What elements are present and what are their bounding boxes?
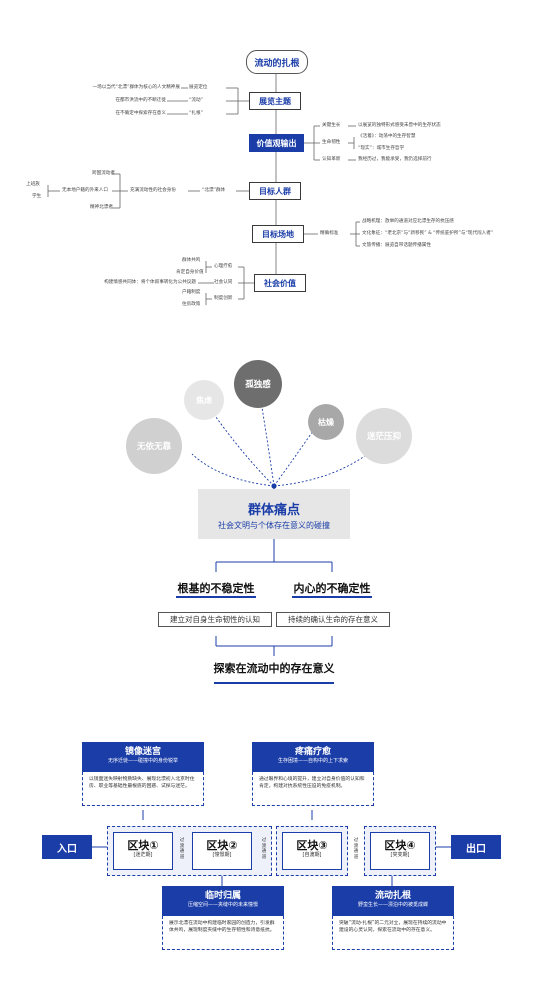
pain-main-box: 群体痛点 社会文明与个体存在意义的碰撞 (198, 489, 350, 539)
card-subtitle: 压缩空间——夹缝中的未来憧憬 (187, 902, 258, 908)
audience-desc: 充满流动性的社会身份 (130, 188, 176, 193)
card-title: 镜像迷宫 (124, 747, 161, 757)
mindmap-root: 流动的扎根 (246, 50, 308, 74)
value-item-desc: 我经历过，我能承受，我仍选择前行 (358, 157, 432, 162)
audience-label: “北漂”群体 (202, 188, 226, 193)
pain-subtitle: 社会文明与个体存在意义的碰撞 (218, 521, 330, 530)
theme-item-label: 展览定位 (189, 85, 208, 90)
node-venue: 目标场地 (252, 225, 304, 243)
block-subtitle: [突变期] (390, 852, 410, 858)
audience-mid: 精神北漂者 (90, 205, 113, 210)
pain-left-head: 根基的不稳定性 (177, 582, 255, 595)
venue-line: 文化象征：“老北京”与“新移民” & “传统庇护所”与“现代闯入者” (362, 231, 494, 236)
flow-block-2: 区块② [憧憬期] (192, 832, 252, 870)
block-subtitle: [憧憬期] (212, 852, 232, 858)
social-g3-label: 制度创新 (214, 296, 233, 301)
audience-left: 学生 (32, 194, 42, 199)
pain-title: 群体痛点 (247, 503, 300, 518)
card-subtitle: 野蛮生长——漂泊中的被觅成蝶 (357, 902, 428, 908)
venue-line: 文旅传播：展览自带话题传播属性 (362, 243, 431, 248)
flow-block-3: 区块③ [自渡期] (282, 832, 342, 870)
pain-right-box: 持续的确认生命的存在意义 (276, 612, 390, 627)
theme-item-desc: 在不确定中探索存在意义 (115, 111, 166, 116)
venue-label: 精确标准 (320, 231, 339, 236)
mindmap-lines (47, 72, 360, 305)
card-body: 通过眼界和心境的提升，建立对自身价值的认知和肯定，构建对抗系统性压迫的免疫机制。 (252, 772, 374, 806)
flow-block-4: 区块④ [突变期] (370, 832, 430, 870)
block-title: 区块④ (384, 839, 416, 852)
value-item-desc: “现实”：城市生存哲学 (358, 146, 405, 151)
social-g1-item: 群体共鸣 (182, 258, 201, 263)
social-g2-desc: 构建情感共同体：将个体叙事转化为公共议题 (104, 280, 196, 285)
audience-mid: 无本地户籍的外来人口 (62, 188, 108, 193)
pain-left-box: 建立对自身生命韧性的认知 (158, 612, 272, 627)
venue-line: 战略机理：放举的通道对应北漂生存的抗压感 (362, 219, 454, 224)
block-title: 区块② (206, 839, 238, 852)
flow-connector: 过渡通道 (179, 838, 185, 860)
entry-label: 入口 (42, 835, 92, 859)
card-subtitle: 生存困境——自构中的上下求索 (277, 758, 348, 764)
audience-left: 上班族 (26, 182, 40, 187)
flow-connector: 过渡通道 (261, 838, 267, 860)
exit-label: 出口 (451, 835, 501, 859)
card-body: 展示北漂在流动中构建临时家园的创造力，引发群体共鸣，展现制度夹缝中的生存韧性和诗… (162, 916, 284, 950)
social-g3-item: 住房政策 (182, 302, 201, 307)
card-body: 突破“流动-扎根”的二元对立，展现在持续的流动中建设的心灵认同，探索在流动中的存… (332, 916, 454, 950)
card-subtitle: 无序迁徙——碰撞中的身份锐举 (107, 758, 178, 764)
node-value: 价值观输出 (249, 134, 304, 152)
card-body: 以镜面迷失映射物质缺失、展现北漂初入北京时住房、职业等基础性最根底的困惑、试探与… (82, 772, 204, 806)
value-item-label: 关键生长 (322, 123, 341, 128)
block-title: 区块① (127, 839, 159, 852)
theme-item-desc: 一场以当代“北漂”群体为核心的人文精神展 (92, 85, 180, 90)
card-title: 临时归属 (204, 891, 241, 901)
audience-mid: 跨国流动者 (92, 171, 115, 176)
node-theme: 展览主题 (249, 92, 301, 110)
value-item-label: 生命韧性 (322, 140, 341, 145)
flow-connector: 过渡通道 (353, 838, 359, 860)
flow-card-pain-healing: 疼痛疗愈 生存困境——自构中的上下求索 通过眼界和心境的提升，建立对自身价值的认… (252, 742, 374, 806)
card-title: 流动扎根 (374, 891, 411, 901)
social-g1-label: 心理疗愈 (214, 264, 233, 269)
block-title: 区块③ (296, 839, 328, 852)
pain-right-head: 内心的不确定性 (293, 582, 371, 595)
flow-lines (92, 810, 451, 886)
pain-circle-boredom: 枯燥 (308, 404, 344, 440)
pain-circle-confused: 迷茫压抑 (356, 408, 412, 464)
value-item-desc: 以展览的独特形式感受未曾中的生存状态 (358, 123, 441, 128)
block-subtitle: [迷茫期] (133, 852, 153, 858)
social-g2-label: 社会认同 (214, 280, 233, 285)
node-audience: 目标人群 (249, 182, 301, 200)
flow-card-flowing-roots: 流动扎根 野蛮生长——漂泊中的被觅成蝶 突破“流动-扎根”的二元对立，展现在持续… (332, 886, 454, 950)
theme-item-desc: 在都市洪流中的不断迁徙 (115, 98, 166, 103)
social-g3-item: 户籍制度 (182, 290, 201, 295)
theme-item-label: “扎根” (189, 111, 203, 116)
theme-item-label: “流动” (189, 98, 203, 103)
block-subtitle: [自渡期] (302, 852, 322, 858)
social-g1-item: 肯定自身价值 (176, 270, 204, 275)
card-title: 疼痛疗愈 (294, 747, 331, 757)
pain-circle-anxiety: 焦虑 (184, 380, 224, 420)
flow-block-1: 区块① [迷茫期] (113, 832, 173, 870)
value-item-label: 认知革新 (322, 157, 341, 162)
flow-card-mirror-maze: 镜像迷宫 无序迁徙——碰撞中的身份锐举 以镜面迷失映射物质缺失、展现北漂初入北京… (82, 742, 204, 806)
pain-bottom-head: 探索在流动中的存在意义 (213, 662, 335, 675)
value-item-desc: 《活着》：动荡中的生存智慧 (358, 134, 416, 139)
pain-circle-loneliness: 孤独感 (234, 360, 282, 408)
node-social: 社会价值 (254, 274, 306, 292)
flow-card-temp-belonging: 临时归属 压缩空间——夹缝中的未来憧憬 展示北漂在流动中构建临时家园的创造力，引… (162, 886, 284, 950)
pain-circle-helpless: 无依无靠 (126, 418, 182, 474)
